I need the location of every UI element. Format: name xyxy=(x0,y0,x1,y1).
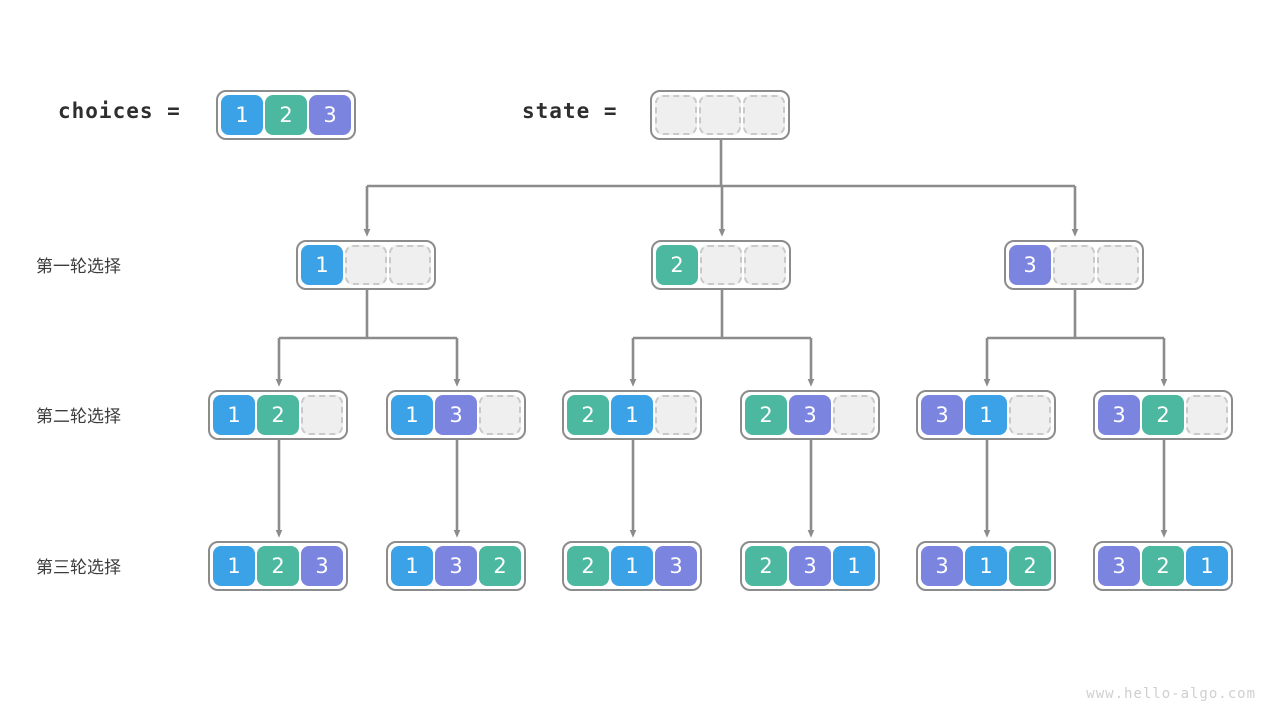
round-1-node-2-cell-2 xyxy=(1097,245,1139,285)
round-3-node-5-cell-0: 3 xyxy=(1098,546,1140,586)
round-1-node-2-cell-1 xyxy=(1053,245,1095,285)
site-watermark: www.hello-algo.com xyxy=(1086,686,1256,702)
round-3-node-5-cell-1: 2 xyxy=(1142,546,1184,586)
state-array xyxy=(650,90,790,140)
round-1-node-0-cell-2 xyxy=(389,245,431,285)
round-3-node-2-cell-0: 2 xyxy=(567,546,609,586)
round-3-node-0-cell-0: 1 xyxy=(213,546,255,586)
round-3-node-3-cell-2: 1 xyxy=(833,546,875,586)
round-3-node-2-cell-1: 1 xyxy=(611,546,653,586)
round-2-node-1-cell-2 xyxy=(479,395,521,435)
round-1-node-1-cell-0: 2 xyxy=(656,245,698,285)
round-2-node-0-cell-2 xyxy=(301,395,343,435)
round-2-node-2-cell-1: 1 xyxy=(611,395,653,435)
round-2-node-5-cell-2 xyxy=(1186,395,1228,435)
round-3-node-3-cell-0: 2 xyxy=(745,546,787,586)
round-2-node-3-cell-1: 3 xyxy=(789,395,831,435)
round-2-node-5-cell-0: 3 xyxy=(1098,395,1140,435)
round-3-node-3-cell-1: 3 xyxy=(789,546,831,586)
round-2-node-1-cell-1: 3 xyxy=(435,395,477,435)
round-1-node-1-cell-1 xyxy=(700,245,742,285)
round-1-node-2: 3 xyxy=(1004,240,1144,290)
state-array-cell-2 xyxy=(743,95,785,135)
round-2-node-5-cell-1: 2 xyxy=(1142,395,1184,435)
round-3-node-4-cell-2: 2 xyxy=(1009,546,1051,586)
round-3-node-4-cell-1: 1 xyxy=(965,546,1007,586)
choices-label: choices = xyxy=(58,99,181,123)
round-2-node-2-cell-2 xyxy=(655,395,697,435)
state-array-cell-1 xyxy=(699,95,741,135)
round-1-node-0-cell-0: 1 xyxy=(301,245,343,285)
row-label-round-1: 第一轮选择 xyxy=(36,257,121,277)
round-2-node-3-cell-0: 2 xyxy=(745,395,787,435)
round-2-node-0-cell-1: 2 xyxy=(257,395,299,435)
round-2-node-4-cell-0: 3 xyxy=(921,395,963,435)
choices-array-cell-2: 3 xyxy=(309,95,351,135)
round-3-node-1-cell-0: 1 xyxy=(391,546,433,586)
row-label-round-2: 第二轮选择 xyxy=(36,407,121,427)
round-2-node-1-cell-0: 1 xyxy=(391,395,433,435)
choices-array-cell-0: 1 xyxy=(221,95,263,135)
round-3-node-4-cell-0: 3 xyxy=(921,546,963,586)
round-2-node-4-cell-2 xyxy=(1009,395,1051,435)
round-3-node-0-cell-2: 3 xyxy=(301,546,343,586)
round-1-node-1-cell-2 xyxy=(744,245,786,285)
choices-array-cell-1: 2 xyxy=(265,95,307,135)
round-1-node-0: 1 xyxy=(296,240,436,290)
round-3-node-5-cell-2: 1 xyxy=(1186,546,1228,586)
round-2-node-3-cell-2 xyxy=(833,395,875,435)
round-3-node-1-cell-1: 3 xyxy=(435,546,477,586)
round-3-node-1-cell-2: 2 xyxy=(479,546,521,586)
round-3-node-2-cell-2: 3 xyxy=(655,546,697,586)
round-1-node-0-cell-1 xyxy=(345,245,387,285)
state-array-cell-0 xyxy=(655,95,697,135)
round-1-node-2-cell-0: 3 xyxy=(1009,245,1051,285)
round-2-node-4-cell-1: 1 xyxy=(965,395,1007,435)
row-label-round-3: 第三轮选择 xyxy=(36,558,121,578)
round-3-node-0-cell-1: 2 xyxy=(257,546,299,586)
round-2-node-0-cell-0: 1 xyxy=(213,395,255,435)
round-2-node-2-cell-0: 2 xyxy=(567,395,609,435)
round-1-node-1: 2 xyxy=(651,240,791,290)
state-label: state = xyxy=(522,99,618,123)
